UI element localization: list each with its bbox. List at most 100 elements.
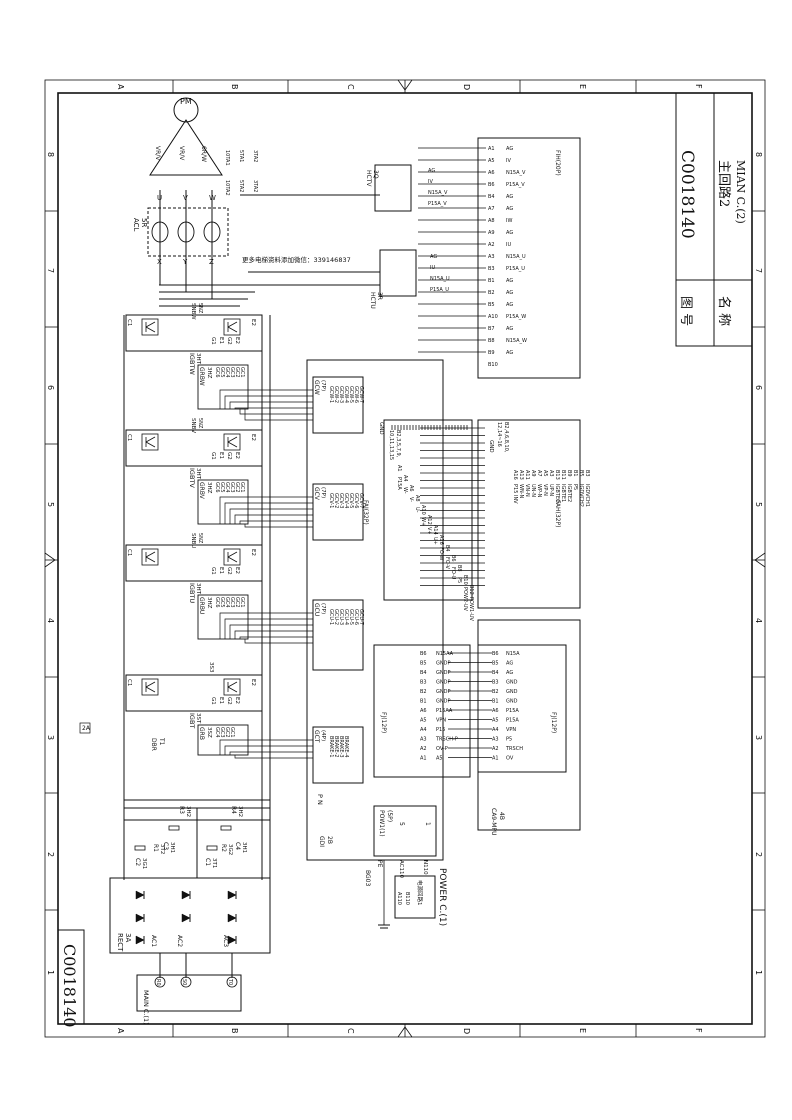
fih-pin: A3 xyxy=(488,254,495,260)
main-wires xyxy=(109,119,380,1012)
igbt-ref: 3HT xyxy=(195,468,201,480)
grb-ref: 3SZ xyxy=(206,727,212,738)
fjf-signal: N15AA xyxy=(436,651,454,657)
igbt-transistor-icon xyxy=(223,678,241,696)
component-label: R2 xyxy=(220,844,227,852)
gate-wire xyxy=(229,751,313,755)
fj-signal: VPN xyxy=(506,727,516,733)
pn-label: P N xyxy=(316,794,324,805)
fah-signal: UP-N xyxy=(548,484,554,496)
diode-icon xyxy=(135,913,145,923)
igbt-pin-label: G1 xyxy=(210,452,216,460)
connector-pin-label: GCU-3 xyxy=(338,609,344,625)
gc-pin-label: GC1 xyxy=(239,482,245,493)
fai-pin: A1 xyxy=(396,465,402,472)
component-ref: 3T2 xyxy=(159,844,165,854)
igbt-transistor-icon xyxy=(141,548,159,566)
grid-number-left: 7 xyxy=(46,268,55,273)
connector-title: GCT xyxy=(313,730,320,743)
fih-pin: B5 xyxy=(488,302,495,308)
grid-number-left: 6 xyxy=(46,385,55,390)
igbt-pin-label: E2 xyxy=(234,452,240,459)
fah-pin: A11 xyxy=(524,470,530,480)
connector-pin-label: GCW-2 xyxy=(333,386,339,403)
varistor-label: 10TA1 xyxy=(224,150,230,166)
fjf-pin: A3 xyxy=(420,737,427,743)
fah-pin: B1 xyxy=(572,470,578,477)
fj-signal: OV xyxy=(506,756,514,762)
gate-wire xyxy=(219,389,313,409)
igbt-e2-label: E2 xyxy=(250,679,256,686)
gate-wire xyxy=(239,636,313,639)
fih-signal: AG xyxy=(506,278,513,284)
ct-coil-icon xyxy=(177,221,195,243)
hctu-signal: N15A_U xyxy=(430,276,450,282)
pow-pin: 5 xyxy=(398,822,405,826)
grb-name: GRBU xyxy=(198,597,205,614)
input-terminal-label: R0 xyxy=(155,979,161,986)
connector-pin-label: GCV-2 xyxy=(333,493,339,508)
pow-term: N110 xyxy=(422,860,428,875)
fj-pin: B4 xyxy=(492,670,499,676)
connector-pin-label: GCW-5 xyxy=(348,386,354,403)
motor-terminal-label: Y xyxy=(182,258,188,266)
igbt-pin-label: G2 xyxy=(226,337,232,345)
input-terminal-icon xyxy=(154,976,166,988)
fah-signal: IGDVCH1 xyxy=(584,484,590,507)
component-label: R4 xyxy=(230,806,237,814)
gc-pin-label: GC6 xyxy=(214,482,220,493)
fih-signal: AG xyxy=(506,194,513,200)
fjf-signal: P15 xyxy=(436,727,445,733)
component-ref: 3T1 xyxy=(211,858,217,868)
fj-pin: A4 xyxy=(492,727,499,733)
fai-title: FAI(32P) xyxy=(362,500,369,525)
fih-pin: A1 xyxy=(488,146,495,152)
fj-pin: A2 xyxy=(492,746,499,752)
connector-pin-label: GCU-1 xyxy=(328,609,334,625)
hctu-signal: IU xyxy=(430,265,435,271)
fih-signal: AG xyxy=(506,326,513,332)
igbt-pin-label: G2 xyxy=(226,567,232,575)
gc-pin-label: GC1 xyxy=(239,597,245,608)
ac-label: AC3 xyxy=(222,935,229,947)
gate-wire xyxy=(239,409,313,415)
fah-signal: VP-N xyxy=(542,484,548,496)
grid-letter-bottom: F xyxy=(694,1028,703,1033)
fah-pin: B5 xyxy=(578,470,584,477)
gdi-title: GDI xyxy=(318,836,325,847)
igbt-module-frame xyxy=(125,429,263,467)
diode-icon xyxy=(227,935,237,945)
fih-pin: A10 xyxy=(488,314,498,320)
connector-pin-label: GCU-4 xyxy=(343,609,349,625)
igbt-pin-label: G2 xyxy=(226,697,232,705)
igbt-transistor-icon xyxy=(223,318,241,336)
grid-number-right: 4 xyxy=(754,618,763,623)
gc-pin-label: GC3 xyxy=(229,367,235,378)
ct-label: ACL xyxy=(132,218,140,232)
ct-ref: 5R xyxy=(140,218,148,227)
igbt-pin-label: G2 xyxy=(226,452,232,460)
dbr-ref: T1 xyxy=(158,737,165,746)
fih-signal: AG xyxy=(506,230,513,236)
ca9-ref: 4B xyxy=(498,812,505,820)
hctv-label: HCTV xyxy=(365,170,372,187)
connector-sub: (7P) xyxy=(320,603,326,614)
gc-pin-label: GC3 xyxy=(229,597,235,608)
fai-pin: A6 xyxy=(408,485,414,492)
circuit-name-en: MIAN C.(2) xyxy=(734,160,747,224)
connector-pin-label: GCV-3 xyxy=(338,493,344,508)
grid-letter-top: F xyxy=(694,84,703,89)
fj-signal: GND xyxy=(506,699,518,705)
snubber-ref: 5NZ xyxy=(197,418,203,429)
watermark-text: 更多电梯资料添加微信：339146837 xyxy=(242,255,351,264)
igbt-pin-label: E2 xyxy=(234,337,240,344)
component-ref: 3G2 xyxy=(227,844,233,855)
fj-pin: B3 xyxy=(492,680,499,686)
fah-signal: IGDVCH2 xyxy=(578,484,584,507)
fai-pin: B6 xyxy=(450,555,456,562)
snubber-label: SNBW xyxy=(190,303,196,320)
grid-number-left: 3 xyxy=(46,735,55,740)
igbt-pin-label: E2 xyxy=(234,567,240,574)
component-label: C3 xyxy=(162,842,169,850)
